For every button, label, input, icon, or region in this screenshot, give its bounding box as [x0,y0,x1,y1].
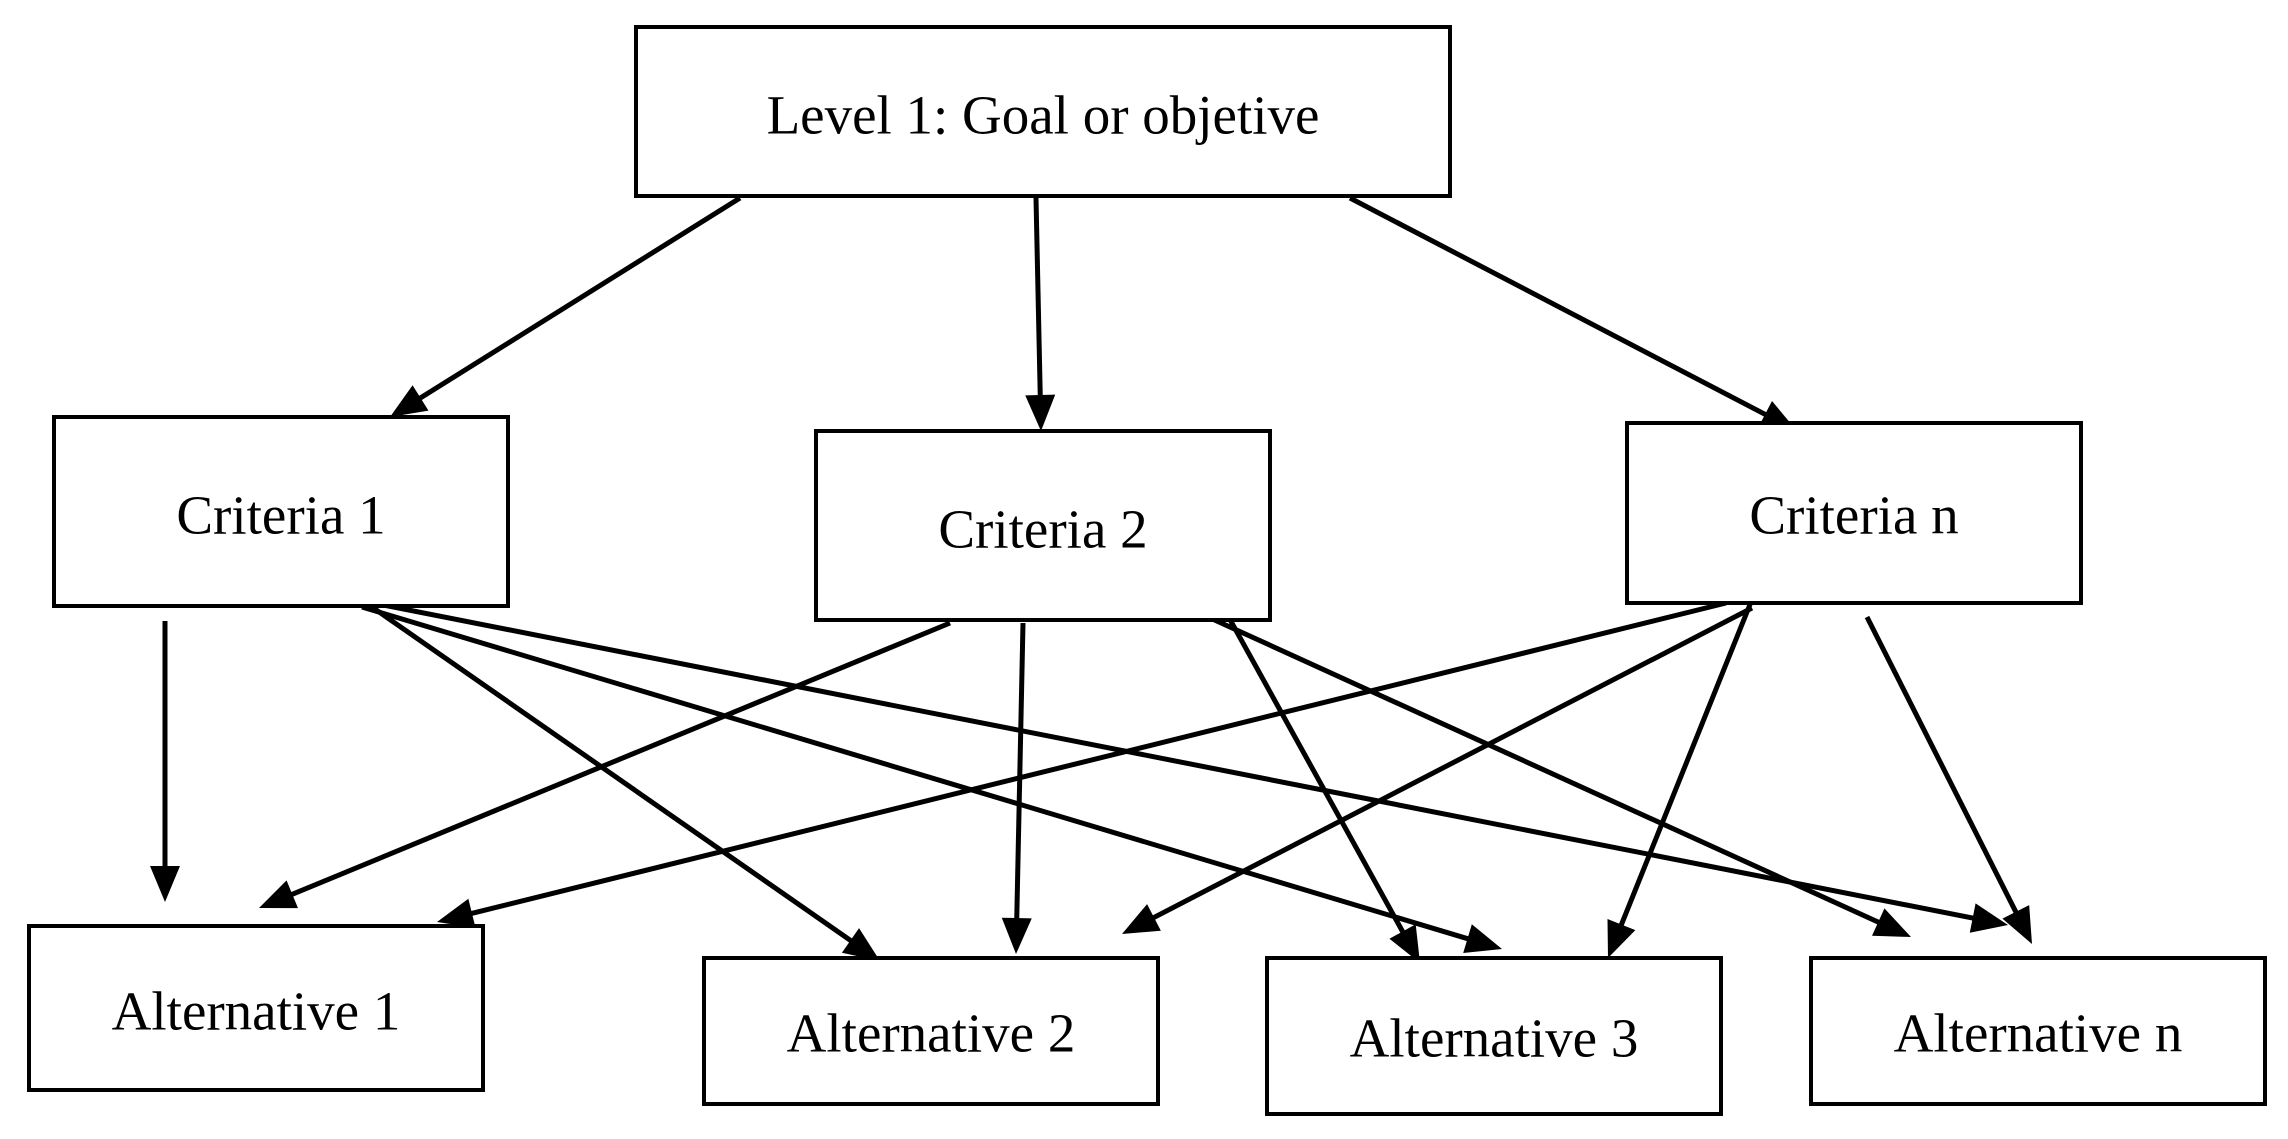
arrow-head [1025,394,1056,431]
criteria-node-2: Criteria 2 [814,429,1272,622]
alternative-node-1: Alternative 1 [27,924,485,1092]
edge-line [1014,622,1026,923]
edge-line [1033,197,1043,400]
alternative-n-label: Alternative n [1894,1003,2183,1064]
edge-criteria-2-to-alternative-1 [259,620,951,909]
edge-goal-to-criteria-1 [390,195,742,417]
arrow-head [1872,908,1911,937]
edge-criteria-n-to-alternative-3 [1607,596,1756,958]
goal-node: Level 1: Goal or objetive [634,25,1452,198]
criteria-1-label: Criteria 1 [176,485,385,546]
edge-criteria-n-to-alternative-n [1864,615,2032,944]
arrow-head [2002,905,2032,944]
edge-criteria-2-to-alternative-3 [1225,614,1420,963]
edge-line [415,195,742,403]
edge-criteria-n-to-alternative-2 [1122,605,1754,934]
alternative-node-3: Alternative 3 [1265,956,1723,1116]
alternative-1-label: Alternative 1 [112,981,401,1042]
arrow-head [1122,904,1161,934]
edge-line [467,600,1727,917]
arrow-head [1607,919,1636,958]
edge-line [1195,609,1883,927]
arrow-head [150,866,180,902]
edge-criteria-2-to-alternative-2 [1001,622,1032,954]
arrow-head [1463,924,1502,954]
edge-line [1617,596,1756,930]
criteria-n-label: Criteria n [1749,485,1958,546]
alternative-n-box [1809,956,2267,1106]
edges-layer [150,195,2032,963]
edge-line [1348,195,1770,419]
arrow-head [1969,903,2008,933]
arrow-head [841,928,880,961]
edge-line [361,604,1473,943]
criteria-node-1: Criteria 1 [52,415,510,608]
edge-criteria-1-to-alternative-3 [361,604,1502,954]
arrow-head [437,898,476,928]
arrow-head [259,880,298,909]
edge-criteria-1-to-alternative-1 [150,621,180,902]
edge-goal-to-criteria-2 [1025,197,1056,431]
arrow-head [390,385,429,417]
edge-line [1149,605,1754,922]
edge-criteria-n-to-alternative-1 [437,600,1727,928]
criteria-2-box [814,429,1272,622]
alternative-2-box [702,956,1160,1106]
criteria-node-n: Criteria n [1625,421,2083,605]
alternative-3-label: Alternative 3 [1350,1008,1639,1069]
arrow-head [1001,917,1032,954]
edge-line [1864,615,2020,917]
edge-line [287,620,951,899]
alternative-2-label: Alternative 2 [787,1003,1076,1064]
goal-box [634,25,1452,198]
criteria-2-label: Criteria 2 [938,499,1147,560]
alternative-1-box [27,924,485,1092]
edge-line [1225,614,1407,937]
criteria-1-box [52,415,510,608]
alternative-3-box [1265,956,1723,1116]
goal-label: Level 1: Goal or objetive [767,85,1320,146]
edge-goal-to-criteria-n [1348,195,1797,431]
edge-line [367,599,1978,922]
edge-criteria-1-to-alternative-n [367,599,2008,933]
edge-criteria-2-to-alternative-n [1195,609,1911,937]
alternative-node-n: Alternative n [1809,956,2267,1106]
criteria-n-box [1625,421,2083,605]
arrow-head [1389,924,1420,963]
edge-line [370,604,856,945]
alternative-node-2: Alternative 2 [702,956,1160,1106]
edge-criteria-1-to-alternative-2 [370,604,880,961]
